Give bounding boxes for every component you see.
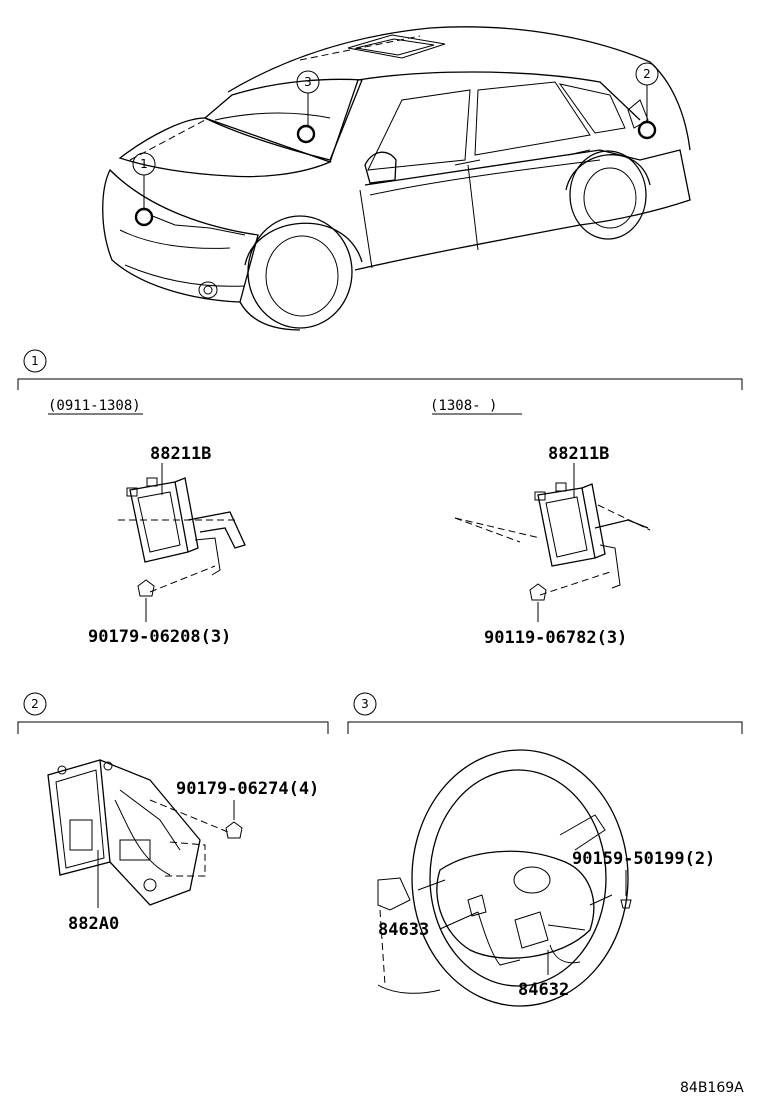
- emblem: [513, 866, 551, 894]
- front-door-window: [367, 89, 471, 171]
- nut-left: [137, 579, 155, 597]
- car-illustration: [102, 26, 691, 331]
- sunroof-outline: [347, 34, 446, 59]
- car-callout-1[interactable]: 1: [132, 152, 156, 227]
- callout-number: 1: [140, 157, 148, 171]
- steering-wheel: [411, 749, 629, 1007]
- part-label-90179-06208[interactable]: 90179-06208(3): [88, 627, 231, 647]
- screw-section-3: [620, 899, 632, 909]
- part-label-90179-06274[interactable]: 90179-06274(4): [176, 779, 319, 799]
- section-3: 3 90159-50199(2) 84633 84632: [347, 692, 743, 1007]
- nut-section-2: [225, 821, 243, 839]
- section-number: 1: [31, 354, 39, 368]
- front-wheel: [247, 215, 353, 329]
- section-1: 1 (0911-1308) 88211B 90179-06208(3) (130…: [17, 349, 743, 648]
- part-label-84632[interactable]: 84632: [518, 980, 569, 1000]
- section-number: 2: [31, 697, 39, 711]
- section-bracket: [17, 378, 743, 390]
- part-label-90119-06782[interactable]: 90119-06782(3): [484, 628, 627, 648]
- radar-sensor-left: [126, 477, 246, 576]
- section-bracket: [347, 721, 743, 734]
- section-number: 3: [361, 697, 369, 711]
- switch-assembly-84632: [514, 911, 586, 964]
- location-marker: [296, 124, 316, 144]
- side-mirror: [364, 151, 397, 184]
- section-2: 2 90179-06274(4) 882A0: [17, 692, 329, 934]
- rear-wheel: [569, 150, 647, 240]
- part-label-90159-50199[interactable]: 90159-50199(2): [572, 849, 715, 869]
- callout-number: 3: [304, 75, 312, 89]
- part-label-84633[interactable]: 84633: [378, 920, 429, 940]
- location-marker: [637, 120, 657, 140]
- nut-right: [529, 583, 547, 601]
- date-range-left: (0911-1308): [48, 398, 141, 414]
- part-label-88211b-left[interactable]: 88211B: [150, 444, 211, 464]
- fog-lamp: [198, 281, 218, 299]
- callout-number: 2: [643, 67, 651, 81]
- car-callout-2[interactable]: 2: [635, 62, 659, 140]
- section-bracket: [17, 721, 329, 734]
- car-callout-3[interactable]: 3: [296, 70, 320, 144]
- switch-assembly-84633: [467, 894, 521, 966]
- column-switch: [377, 877, 411, 911]
- date-range-right: (1308- ): [430, 398, 497, 414]
- sensor-bracket-assembly: [47, 759, 201, 906]
- rear-door-window: [474, 81, 591, 156]
- part-label-882a0[interactable]: 882A0: [68, 914, 119, 934]
- location-marker: [134, 207, 154, 227]
- figure-code: 84B169A: [680, 1080, 744, 1096]
- part-label-88211b-right[interactable]: 88211B: [548, 444, 609, 464]
- radar-sensor-right: [534, 482, 649, 589]
